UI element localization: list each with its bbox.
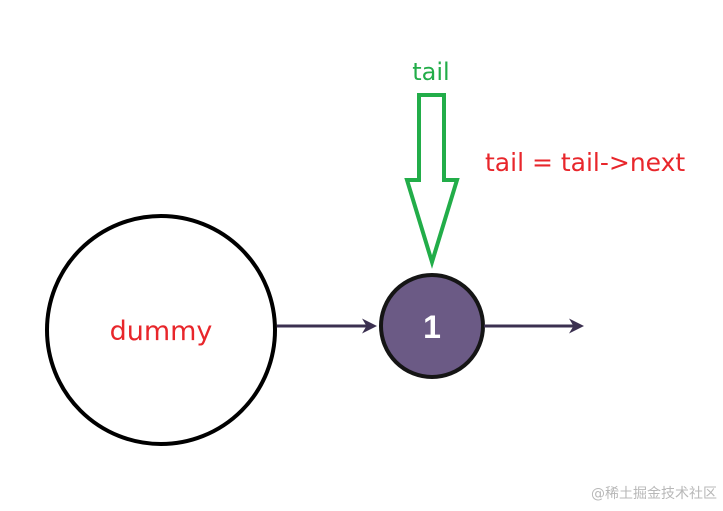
tail-pointer-arrow bbox=[404, 93, 460, 269]
operation-annotation: tail = tail->next bbox=[485, 148, 685, 177]
dummy-node bbox=[45, 214, 277, 446]
node-1-value: 1 bbox=[423, 309, 441, 345]
watermark-text: @稀土掘金技术社区 bbox=[591, 486, 717, 502]
node-1 bbox=[379, 273, 485, 379]
dummy-node-label: dummy bbox=[110, 316, 213, 347]
tail-pointer-label: tail bbox=[412, 58, 449, 86]
